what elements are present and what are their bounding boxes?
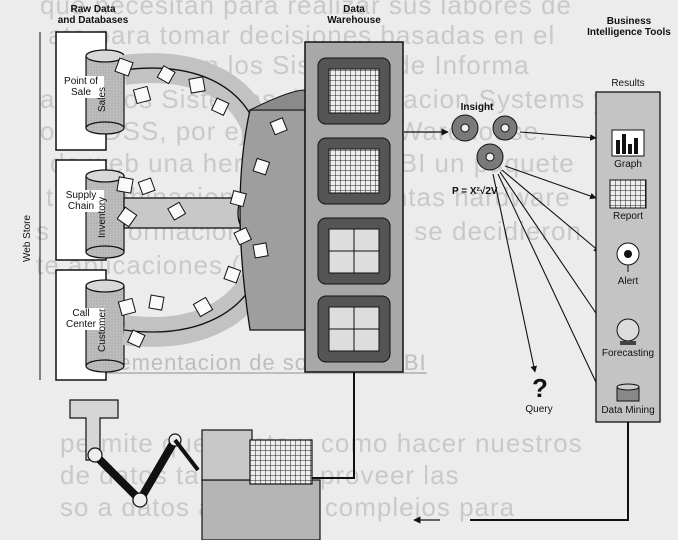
- heading-data-warehouse: Data Warehouse: [304, 4, 404, 26]
- insight-gears: [452, 115, 517, 170]
- result-graph: Graph: [596, 159, 660, 170]
- result-report: Report: [596, 211, 660, 222]
- results-column: [596, 92, 660, 422]
- result-alert: Alert: [596, 276, 660, 287]
- db-label-inventory: Inventory: [97, 197, 108, 238]
- return-line: [414, 422, 628, 520]
- source-web-store: Web Store: [22, 215, 33, 262]
- data-warehouse-tower: [305, 42, 403, 372]
- db-label-customer: Customer: [97, 309, 108, 352]
- result-data-mining: Data Mining: [596, 405, 660, 416]
- result-arrows: [493, 132, 602, 395]
- query-icon: ?: [530, 375, 550, 401]
- result-forecasting: Forecasting: [596, 348, 660, 359]
- insight-label: Insight: [452, 102, 502, 113]
- heading-bi-tools: Business Intelligence Tools: [580, 16, 678, 38]
- insight-formula: P = X²√2V: [452, 186, 522, 197]
- query-label: Query: [514, 404, 564, 415]
- machinery: [70, 400, 320, 540]
- heading-raw-data: Raw Data and Databases: [48, 4, 138, 26]
- db-label-sales: Sales: [97, 87, 108, 112]
- results-heading: Results: [596, 78, 660, 89]
